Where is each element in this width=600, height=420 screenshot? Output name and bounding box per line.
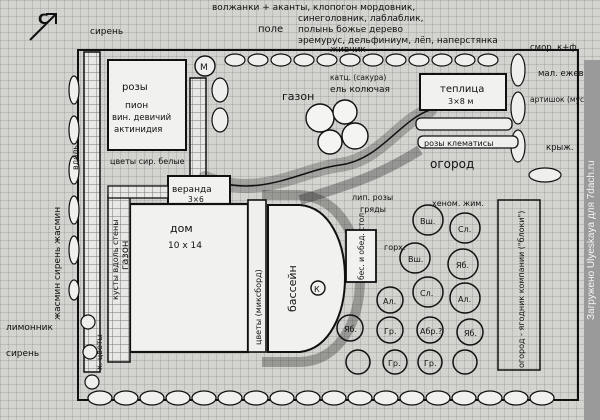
tree-label: Яб.	[344, 325, 357, 334]
vin-label: вин. девичий	[112, 113, 171, 123]
m-label: M	[200, 63, 208, 73]
curved-path-edge	[204, 109, 431, 187]
cvety-belye-label: цветы сир. белые	[110, 157, 185, 166]
watermark: Загружено Ulyeskaya для 7dach.ru	[584, 60, 600, 420]
veranda-size: 3×6	[188, 195, 204, 204]
roses-label: розы	[122, 82, 148, 93]
tree-label: Яб.	[456, 261, 469, 270]
kryzh-label: крыж.	[546, 143, 574, 153]
pion-label: пион	[125, 101, 148, 111]
berry-garden	[497, 199, 541, 371]
bottom-hedge	[87, 390, 555, 406]
artish-label: артишок (мускатн.) кухня, кусты	[530, 95, 600, 104]
greenhouse-size: 3×8 м	[448, 97, 473, 106]
cath-label: ель колючая	[330, 85, 390, 95]
tree-label: Гр.	[388, 359, 401, 368]
x-tsvety-label: х. цветы	[95, 334, 104, 370]
orchard-trees	[336, 204, 484, 375]
tree-label: Яб.	[464, 329, 477, 338]
tree-label: Гр.	[424, 359, 437, 368]
conifer-trees	[305, 99, 369, 155]
k-label: К	[314, 285, 320, 294]
diagonal-path	[298, 145, 423, 205]
house-size: 10 х 14	[168, 241, 202, 251]
vdoba-label: вдоль	[71, 145, 80, 170]
pool	[267, 204, 346, 353]
gorh-label: горх.	[384, 243, 405, 252]
top-list-line5: живчик	[330, 45, 366, 55]
gazon2-label: газон	[120, 241, 131, 270]
roses-clematis-strip	[417, 135, 519, 149]
kusty-vdol-label: кусты вдоль стены	[111, 219, 120, 300]
greenhouse	[419, 73, 507, 111]
ogorod-label: огород	[430, 157, 474, 171]
tree-label: Вш.	[420, 217, 435, 226]
left-path	[83, 51, 101, 373]
gazebo	[345, 229, 377, 283]
tree-label: Ал.	[458, 295, 471, 304]
greenhouse-title: теплица	[440, 84, 484, 95]
left-hedge	[68, 75, 80, 301]
house-top-path	[107, 185, 169, 199]
aktinidia-label: актинидия	[114, 125, 162, 135]
siren-bottom-label: сирень	[6, 349, 39, 359]
ogorod-yagodnik-label: огород - ягодник компании ("блоки")	[517, 211, 526, 368]
tree-label: Ал.	[383, 297, 396, 306]
jasmin-left-label: жасмин сирень жасмин	[53, 207, 63, 320]
tree-label: Сл.	[458, 225, 471, 234]
top-path	[189, 77, 207, 179]
k-marker	[310, 280, 326, 296]
lawn-label: газон	[282, 90, 314, 103]
field-label: поле	[258, 24, 283, 35]
roses-bed	[107, 59, 187, 151]
top-list-line1: волжанки + аканты, клопогон мордовник,	[212, 3, 415, 13]
smor-label: смор. к+ф	[530, 43, 577, 53]
path-shrubs	[211, 77, 229, 133]
roses-klem-label: розы клематисы	[424, 139, 493, 148]
lip-label: лип. розы	[352, 193, 393, 202]
mall-label: мал. ежев.	[538, 69, 586, 79]
tree-label: Вш.	[408, 255, 423, 264]
top-list-line4: эремурус, дельфиниум, лёп, наперстянка	[298, 36, 498, 46]
greenhouse-border	[415, 117, 513, 131]
bassein-label: бассейн	[286, 265, 299, 312]
m-bush	[194, 55, 216, 77]
north-arrow	[29, 13, 57, 41]
mixborder	[247, 199, 267, 353]
besedka-label: бес. и обед. стол	[357, 213, 366, 280]
corner-bushes	[80, 314, 100, 390]
top-list-line2: синеголовник, лаблаблик,	[298, 14, 423, 24]
veranda-title: веранда	[172, 185, 212, 195]
top-list-line3: полынь божье дерево	[298, 25, 403, 35]
tree-label: Сл.	[420, 289, 433, 298]
cvety-miks-label: цветы (миксборд)	[254, 269, 263, 345]
lilac-top-label: сирень	[90, 27, 123, 37]
top-flower-row	[224, 53, 499, 67]
house-title: дом	[170, 222, 193, 235]
house	[128, 202, 250, 354]
gorod-label: гряды	[360, 205, 386, 214]
north-label: С	[38, 12, 48, 28]
tree-label: Абр.?	[420, 327, 442, 336]
katts-label: катц. (сакура)	[330, 73, 386, 82]
henom-label: хеном. жим.	[432, 199, 484, 208]
tree-label: Гр.	[384, 327, 397, 336]
limonnik-label: лимонник	[6, 323, 54, 333]
